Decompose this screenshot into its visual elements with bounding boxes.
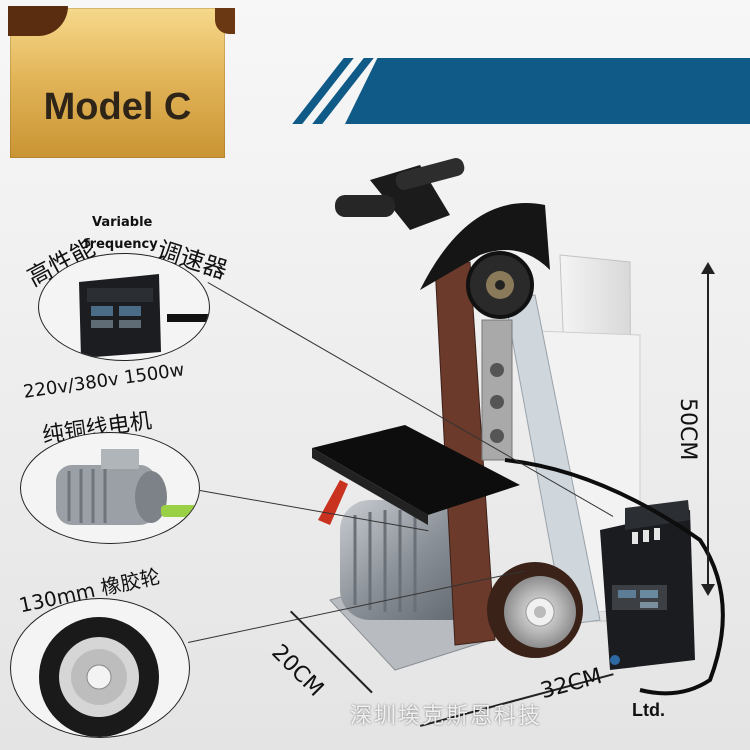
controller-callout-circle (38, 253, 210, 361)
rubber-wheel-closeup (39, 617, 159, 737)
arrow-down-icon (701, 584, 715, 596)
work-table (312, 425, 520, 515)
power-cable (504, 458, 725, 696)
top-guard (420, 203, 550, 290)
controller-closeup (79, 274, 209, 358)
motor-housing (340, 500, 480, 620)
arrow-up-icon (701, 262, 715, 274)
badge-ribbon-fold (215, 8, 235, 34)
height-dimension-label: 50CM (675, 398, 700, 461)
blue-banner (345, 58, 750, 124)
controller-english-line1: Variable (92, 215, 153, 230)
tension-arm (370, 165, 450, 230)
motor-callout-circle (20, 432, 200, 544)
company-suffix: Ltd. (632, 700, 665, 720)
model-badge: Model C (8, 6, 235, 158)
wheel-callout-circle (10, 598, 190, 738)
tension-lever (318, 480, 348, 525)
controller-english-line2: frequency (84, 237, 158, 252)
motor-closeup (56, 449, 197, 525)
company-watermark: 深圳埃克斯恩科技 (350, 704, 543, 729)
height-dimension-line (707, 268, 709, 586)
model-title: Model C (43, 86, 192, 128)
